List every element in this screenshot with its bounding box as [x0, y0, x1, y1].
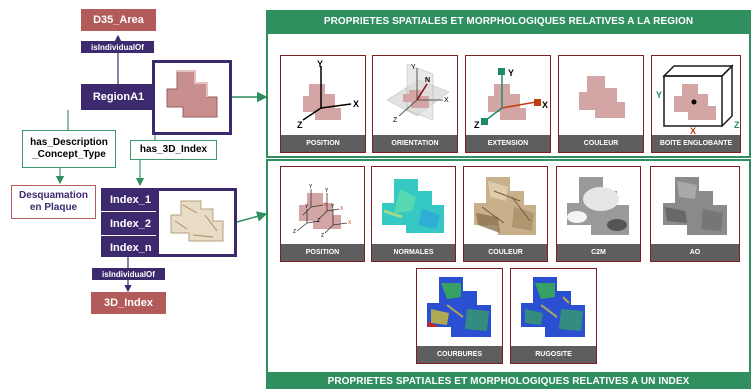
desquamation-node[interactable]: Desquamation en Plaque [11, 185, 96, 219]
svg-text:Y: Y [656, 90, 662, 100]
svg-text:X: X [353, 99, 359, 109]
svg-text:Y: Y [411, 64, 416, 71]
svg-text:X: X [542, 100, 548, 110]
card-label: COURBURES [417, 346, 502, 363]
index-card-ao[interactable]: AO [650, 166, 740, 262]
bounding-box-icon: Y Z X [656, 64, 740, 136]
stone-texture-icon [170, 200, 224, 242]
index-panel [266, 159, 751, 374]
svg-text:N: N [425, 77, 430, 84]
index-card-courbures[interactable]: COURBURES [416, 268, 503, 364]
card-label: ORIENTATION [373, 135, 457, 152]
region-card-position[interactable]: Y X Z POSITION [280, 55, 366, 153]
index-card-position[interactable]: Y Y Y Y X X X Z Z Z POSITION [280, 166, 365, 262]
is-individual-of-label-bottom: isIndividualOf [92, 268, 165, 280]
index-item-2[interactable]: Index_2 [110, 217, 151, 230]
curvature-map-icon [427, 277, 491, 337]
region-panel [266, 32, 751, 158]
orientation-plane-icon: N Y X Z [386, 63, 450, 124]
svg-text:Y: Y [508, 68, 514, 78]
svg-text:X: X [324, 202, 328, 208]
index-card-couleur[interactable]: COULEUR [463, 166, 548, 262]
card-label: POSITION [281, 244, 364, 261]
svg-text:X: X [690, 126, 696, 136]
index-card-rugosite[interactable]: RUGOSITE [510, 268, 597, 364]
extension-axes-icon: Y X Z [474, 68, 548, 130]
index-card-normales[interactable]: NORMALES [371, 166, 456, 262]
svg-text:X: X [340, 206, 344, 212]
d35-area-node[interactable]: D35_Area [81, 9, 156, 31]
card-label: BOITE ENGLOBANTE [652, 135, 740, 152]
region-shape-icon [166, 70, 218, 118]
region-panel-title: PROPRIETES SPATIALES ET MORPHOLOGIQUES R… [266, 10, 751, 32]
svg-text:Y: Y [325, 188, 329, 194]
arrow-to-index-panel [236, 211, 268, 223]
index-card-c2m[interactable]: C2M [556, 166, 641, 262]
index-thumbnail [156, 188, 237, 257]
region-card-boite-englobante[interactable]: Y Z X BOITE ENGLOBANTE [651, 55, 741, 153]
card-label: EXTENSION [466, 135, 550, 152]
index-list: Index_1 Index_2 Index_n [101, 188, 156, 257]
3d-index-node[interactable]: 3D_Index [91, 292, 166, 314]
region-thumbnail [152, 60, 232, 135]
texture-map-icon [474, 177, 536, 235]
svg-text:Z: Z [734, 120, 740, 130]
svg-text:Z: Z [474, 120, 480, 130]
svg-text:Y: Y [317, 59, 323, 69]
svg-text:Y: Y [309, 184, 313, 190]
card-label: COULEUR [559, 135, 643, 152]
svg-text:Y: Y [331, 204, 335, 210]
card-label: NORMALES [372, 244, 455, 261]
svg-text:Z: Z [293, 229, 296, 235]
svg-text:X: X [348, 220, 352, 226]
has-description-concept-type-label: has_Description _Concept_Type [22, 130, 116, 168]
card-label: COULEUR [464, 244, 547, 261]
region-card-extension[interactable]: Y X Z EXTENSION [465, 55, 551, 153]
has-3d-index-label: has_3D_Index [130, 140, 217, 160]
region-card-orientation[interactable]: N Y X Z ORIENTATION [372, 55, 458, 153]
svg-text:Z: Z [393, 117, 398, 124]
ao-map-icon [663, 177, 727, 235]
card-label: C2M [557, 244, 640, 261]
svg-text:Z: Z [317, 218, 320, 224]
roughness-map-icon [521, 277, 585, 337]
axes-shape-icon: Y X Z [297, 59, 359, 130]
card-label: AO [651, 244, 739, 261]
svg-text:Y: Y [305, 204, 309, 210]
is-individual-of-label-top: isIndividualOf [81, 41, 154, 53]
c2m-map-icon [567, 177, 629, 235]
index-item-1[interactable]: Index_1 [110, 193, 151, 206]
index-item-n[interactable]: Index_n [110, 241, 152, 254]
color-shape-icon [579, 76, 625, 118]
card-label: POSITION [281, 135, 365, 152]
normals-map-icon [382, 179, 444, 233]
svg-text:Z: Z [297, 120, 303, 130]
svg-text:X: X [444, 97, 449, 104]
multi-axes-icon: Y Y Y Y X X X Z Z Z [293, 184, 352, 239]
region-card-couleur[interactable]: COULEUR [558, 55, 644, 153]
region-a1-node[interactable]: RegionA1 [81, 84, 156, 110]
card-label: RUGOSITE [511, 346, 596, 363]
svg-text:Z: Z [321, 233, 324, 239]
index-panel-title: PROPRIETES SPATIALES ET MORPHOLOGIQUES R… [266, 374, 751, 389]
